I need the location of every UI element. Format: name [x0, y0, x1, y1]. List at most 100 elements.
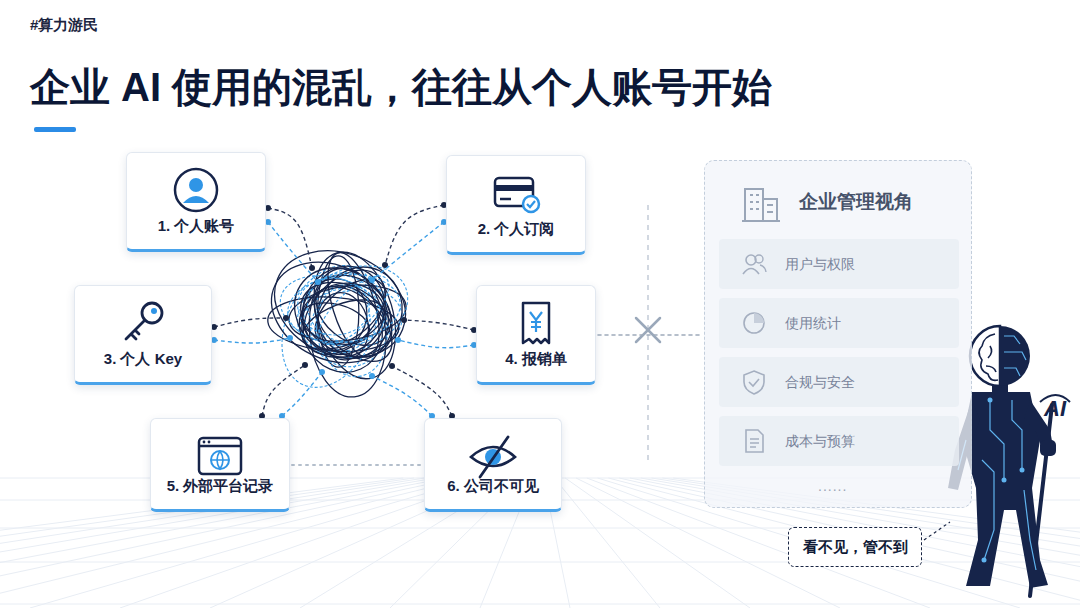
- decor-circle: [211, 451, 229, 469]
- node-text: 1. 个人账号: [158, 217, 235, 236]
- decor-circle: [982, 558, 987, 563]
- decor-line: [636, 318, 660, 342]
- panel-row: 使用统计: [719, 298, 959, 348]
- wire-dot: [395, 337, 401, 343]
- node-text: 6. 公司不可见: [447, 477, 539, 496]
- decor-g: [982, 398, 1025, 563]
- wire-dot: [287, 335, 293, 341]
- wire-dot: [302, 362, 308, 368]
- decor-path: [744, 371, 764, 394]
- key-icon: [118, 298, 168, 348]
- decor-path: [982, 460, 994, 560]
- decor-path: [1012, 400, 1022, 470]
- staff-label: AI: [1044, 396, 1066, 422]
- tangle-wire: [262, 365, 305, 416]
- tangle-loop: [255, 243, 409, 382]
- users-icon: [741, 251, 767, 277]
- tangle-loop: [288, 267, 405, 372]
- tangle-wire: [282, 372, 322, 416]
- decor-path: [1024, 490, 1036, 570]
- node-text: 看不见，管不到: [803, 538, 908, 557]
- tangle-wire: [214, 338, 290, 343]
- decor-circle: [203, 441, 206, 444]
- eye-icon: [468, 431, 518, 481]
- doc-icon: [741, 428, 767, 454]
- callout-box: 看不见，管不到: [788, 527, 922, 567]
- platform-box: 5. 外部平台记录: [150, 418, 290, 512]
- decor-path: [183, 196, 209, 203]
- tangle-wire: [385, 205, 444, 265]
- decor-circle: [208, 441, 211, 444]
- decor-path: [988, 346, 992, 358]
- decor-path: [986, 366, 996, 372]
- decor-path: [523, 303, 549, 343]
- management-panel: 企业管理视角用户与权限使用统计合规与安全成本与预算: [704, 160, 972, 508]
- tangle-loop: [284, 269, 403, 348]
- decor-g: [1004, 336, 1026, 376]
- decor-path: [743, 269, 759, 275]
- decor-line: [199, 445, 241, 448]
- tangle-loop: [266, 293, 401, 356]
- tangle-wire: [404, 320, 474, 330]
- decor-path: [126, 320, 145, 339]
- receipt-box: 4. 报销单: [476, 285, 596, 385]
- decor-circle: [151, 308, 157, 314]
- tangle-wire: [392, 366, 452, 416]
- node-text: 使用统计: [785, 298, 841, 348]
- decor-path: [754, 313, 764, 323]
- receipt-icon: [511, 298, 561, 348]
- node-text: 3. 个人 Key: [104, 350, 182, 369]
- browser-icon: [195, 431, 245, 481]
- wire-dot: [401, 317, 407, 323]
- wire-dot: [315, 279, 321, 285]
- decor-circle: [1002, 478, 1007, 483]
- subscription-box: 2. 个人订阅: [446, 155, 586, 255]
- panel-row: 用户与权限: [719, 239, 959, 289]
- tangle-wire: [214, 318, 286, 327]
- decor-line: [480, 437, 508, 477]
- decor-rect: [199, 438, 241, 474]
- decor-path: [979, 334, 998, 380]
- grid-line: [554, 478, 660, 608]
- connector: [292, 464, 422, 466]
- panel-row: 成本与预算: [719, 416, 959, 466]
- divider-line: [647, 205, 649, 460]
- pie-icon: [741, 310, 767, 336]
- decor-path: [211, 451, 229, 469]
- decor-path: [750, 439, 759, 447]
- decor-path: [746, 430, 763, 452]
- key-box: 3. 个人 Key: [74, 285, 212, 385]
- decor-path: [970, 326, 1000, 386]
- decor-rect: [495, 185, 533, 191]
- decor-path: [742, 195, 780, 221]
- decor-line: [500, 198, 511, 201]
- node-text: 合规与安全: [785, 357, 855, 407]
- node-text: 企业管理视角: [799, 189, 913, 215]
- person-icon: [171, 165, 221, 215]
- tangle-wire: [372, 376, 432, 416]
- account-box: 1. 个人账号: [126, 152, 266, 252]
- ellipsis-label: ......: [818, 478, 847, 494]
- decor-path: [530, 312, 542, 332]
- decor-circle: [175, 169, 217, 211]
- card-icon: [491, 168, 541, 218]
- node-text: 4. 报销单: [505, 350, 567, 369]
- decor-line: [924, 522, 950, 540]
- decor-circle: [1020, 468, 1025, 473]
- tangle-wire: [268, 208, 312, 268]
- decor-path: [1004, 336, 1020, 344]
- wire-dot: [283, 315, 289, 321]
- decor-circle: [744, 313, 764, 333]
- decor-circle: [523, 196, 539, 212]
- decor-rect: [763, 199, 777, 221]
- decor-path: [990, 400, 1004, 480]
- title-underline: [34, 127, 76, 132]
- decor-path: [1004, 368, 1020, 376]
- decor-circle: [988, 398, 993, 403]
- title: 企业 AI 使用的混乱，往往从个人账号开始: [30, 60, 772, 115]
- tangle-wire: [372, 222, 444, 280]
- shield-icon: [741, 369, 767, 395]
- panel-row: 合规与安全: [719, 357, 959, 407]
- decor-circle: [189, 178, 203, 192]
- decor-g: [979, 334, 998, 380]
